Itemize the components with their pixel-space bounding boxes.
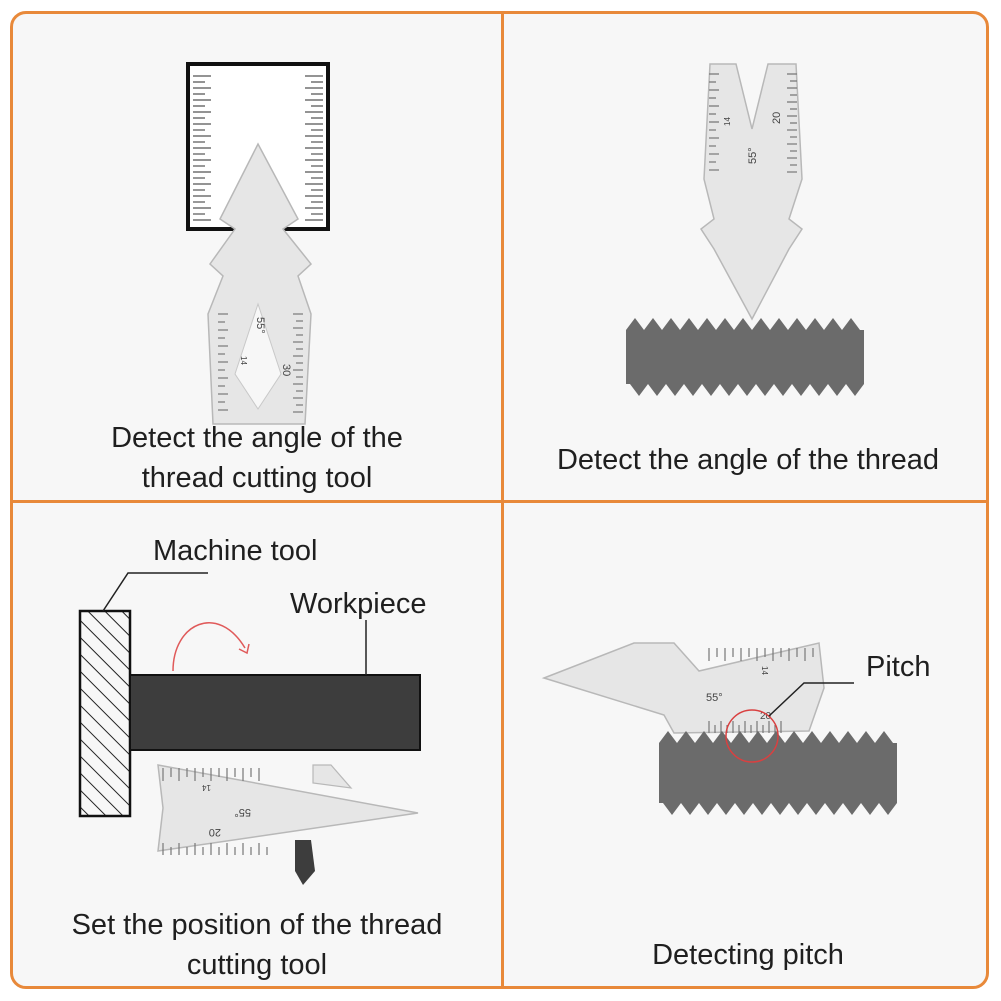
gauge-body xyxy=(541,642,825,734)
gauge-angle-label: 55° xyxy=(234,806,251,818)
rotation-arrow xyxy=(172,622,246,672)
gauge-angle-label: 55° xyxy=(254,317,266,334)
label-pitch: Pitch xyxy=(866,651,931,683)
tool-position-illustration: 55° 20 14 xyxy=(78,572,421,885)
holder-scale-left xyxy=(193,75,211,221)
gauge-number-a: 20 xyxy=(209,826,221,838)
gauge-number-b: 14 xyxy=(202,783,211,792)
gauge-body xyxy=(699,63,804,321)
thread-angle-illustration: 55° 20 14 xyxy=(626,63,864,396)
panel-pitch: 55° 20 14 Pitch Detecting pitch xyxy=(504,503,986,986)
caption-line-2: cutting tool xyxy=(186,949,328,981)
gauge-number-b: 14 xyxy=(760,666,769,675)
caption-tool-position: Set the position of the thread cutting t… xyxy=(23,905,491,985)
gauge-angle-label: 55° xyxy=(706,692,723,704)
label-workpiece: Workpiece xyxy=(290,588,427,620)
caption-tool-angle: Detect the angle of the thread cutting t… xyxy=(43,418,471,498)
gauge-number-a: 20 xyxy=(760,711,772,722)
panel-thread-angle: 55° 20 14 Detect the angle of the thread xyxy=(504,14,986,500)
gauge-angle-label: 55° xyxy=(747,147,759,164)
caption-pitch: Detecting pitch xyxy=(652,939,844,971)
caption-line-2: thread cutting tool xyxy=(141,462,373,494)
label-machine-tool: Machine tool xyxy=(153,535,318,567)
workpiece-bar xyxy=(129,674,421,751)
rotation-arrowhead xyxy=(238,643,250,655)
diagram-frame: 55° 30 14 Detect the angle of the thread… xyxy=(10,11,989,989)
caption-line-1: Set the position of the thread xyxy=(71,909,443,941)
caption-line-1: Detect the angle of the xyxy=(111,422,403,454)
pitch-leader xyxy=(768,682,854,717)
machine-tool-block xyxy=(78,609,132,818)
threaded-rod xyxy=(659,731,897,815)
cutting-tool xyxy=(295,840,315,885)
gauge-number-b: 14 xyxy=(239,356,248,365)
pitch-circle xyxy=(725,709,779,763)
gauge-body xyxy=(157,764,419,852)
gauge-body xyxy=(207,142,313,425)
panel-tool-angle: 55° 30 14 Detect the angle of the thread… xyxy=(13,14,501,500)
gauge-number-b: 14 xyxy=(723,117,732,126)
tool-angle-illustration: 55° 30 14 xyxy=(186,62,330,425)
panel-tool-position: 55° 20 14 Machine tool Workpiece Set the… xyxy=(13,503,501,986)
gauge-number-a: 30 xyxy=(280,364,292,376)
horizontal-divider xyxy=(13,500,986,503)
pitch-illustration: 55° 20 14 xyxy=(541,642,897,815)
threaded-rod xyxy=(626,318,864,396)
machine-tool-leader xyxy=(102,572,208,612)
caption-thread-angle: Detect the angle of the thread xyxy=(556,444,940,476)
holder-scale-right xyxy=(305,75,323,221)
gauge-number-a: 20 xyxy=(771,112,783,124)
